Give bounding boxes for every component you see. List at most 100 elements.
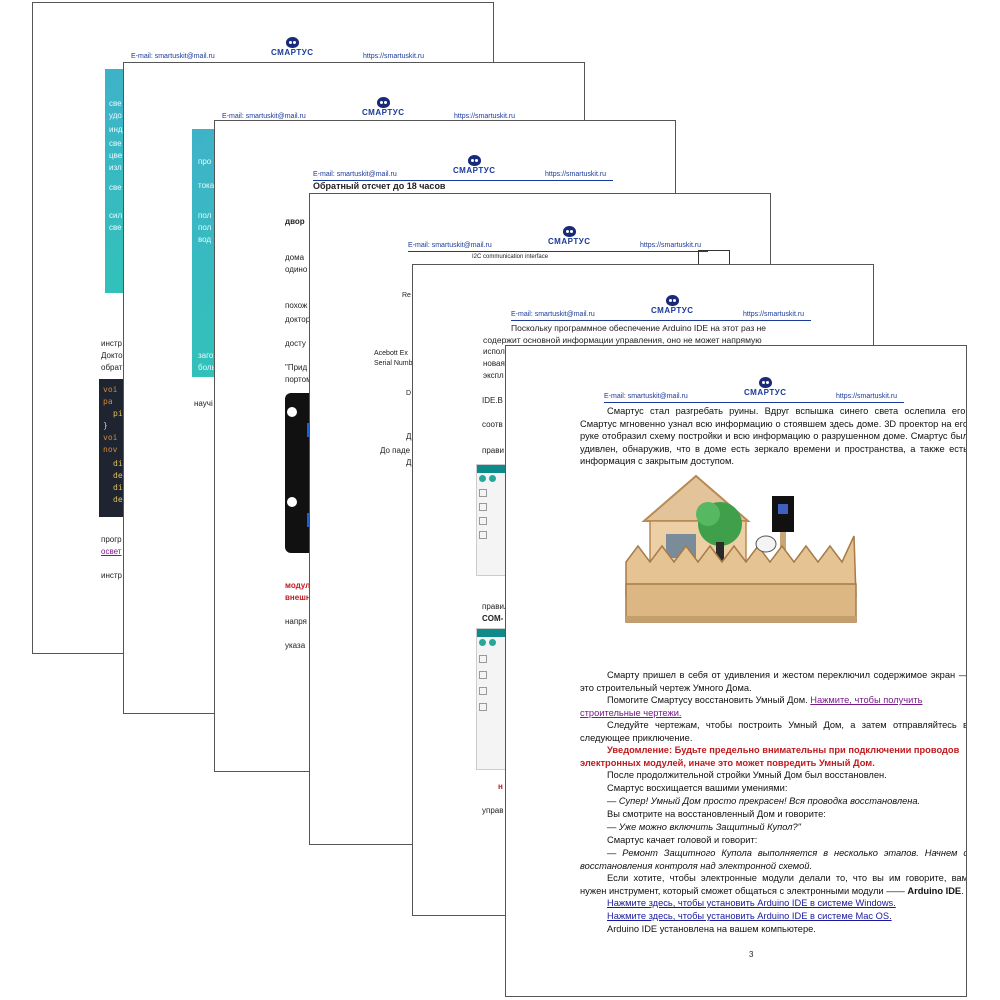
text-line: После продолжительной стройки Умный Дом …: [607, 770, 887, 780]
code-line: de: [113, 495, 123, 504]
smartus-logo: СМАРТУС: [271, 37, 313, 57]
header-site: https://smartuskit.ru: [640, 242, 702, 249]
robot-logo-icon: [562, 226, 576, 237]
text-fragment: испол: [483, 347, 505, 356]
text-fragment: Re: [402, 292, 411, 299]
smartus-logo: СМАРТУС: [548, 226, 590, 246]
header-rule: [604, 402, 904, 403]
text-fragment: похож: [285, 301, 308, 310]
text-fragment: све: [109, 99, 122, 108]
text-line: содержит основной информации управления,…: [483, 335, 762, 345]
robot-logo-icon: [758, 377, 772, 388]
header-email: E-mail: smartuskit@mail.ru: [313, 171, 397, 178]
text-fragment: инстр: [101, 571, 122, 580]
blueprint-link[interactable]: Нажмите, чтобы получить строительные чер…: [580, 695, 923, 718]
paragraph-tool: Если хотите, чтобы электронные модули де…: [580, 873, 967, 896]
text-fragment: доктор: [285, 315, 311, 324]
text-fragment: одино: [285, 265, 308, 274]
text-fragment: двор: [285, 217, 305, 226]
text-fragment: Д: [406, 432, 412, 441]
text-fragment: Д: [406, 458, 412, 467]
text-fragment: Acebott Ex: [374, 350, 408, 357]
text-fragment: новая: [483, 359, 505, 368]
text-fragment: обрат: [101, 363, 123, 372]
text-fragment: указа: [285, 641, 306, 650]
section-title: Обратный отсчет до 18 часов: [313, 181, 446, 191]
code-line: nov: [103, 445, 118, 454]
page-number: 3: [749, 950, 754, 959]
text-fragment: управ: [482, 806, 504, 815]
header-site: https://smartuskit.ru: [545, 171, 607, 178]
text-fragment: све: [109, 139, 122, 148]
header-rule: [408, 251, 708, 252]
text-fragment: экспл: [483, 371, 504, 380]
header-email: E-mail: smartuskit@mail.ru: [604, 393, 688, 400]
text-fragment: цве: [109, 151, 123, 160]
text-line: Вы смотрите на восстановленный Дом и гов…: [607, 809, 826, 819]
text-fragment: удо: [109, 111, 122, 120]
paragraph-follow: Следуйте чертежам, чтобы построить Умный…: [580, 720, 967, 743]
header-email: E-mail: smartuskit@mail.ru: [408, 242, 492, 249]
text-fragment: инд: [109, 125, 123, 134]
header-rule: [313, 180, 613, 181]
arduino-ide-screenshot: [476, 628, 508, 770]
text-line: Arduino IDE установлена на вашем компьют…: [607, 924, 816, 934]
smart-house-image: [625, 474, 857, 623]
install-mac-link[interactable]: Нажмите здесь, чтобы установить Arduino …: [607, 911, 892, 921]
header-site: https://smartuskit.ru: [454, 113, 516, 120]
text-fragment: прави: [482, 446, 504, 455]
text-fragment: соотв: [482, 420, 503, 429]
text-fragment: све: [109, 183, 122, 192]
text-fragment: инстр: [101, 339, 122, 348]
code-line: di: [113, 459, 123, 468]
text-fragment: пол: [198, 211, 212, 220]
robot-logo-icon: [376, 97, 390, 108]
code-line: di: [113, 483, 123, 492]
paragraph-help: Помогите Смартусу восстановить Умный Дом…: [580, 695, 923, 718]
smartus-logo: СМАРТУС: [744, 377, 786, 397]
install-windows-link[interactable]: Нажмите здесь, чтобы установить Arduino …: [607, 898, 896, 908]
text-fragment: До паде: [380, 446, 411, 455]
text-fragment: боль: [198, 363, 216, 372]
code-line: de: [113, 471, 123, 480]
text-line: — Супер! Умный Дом просто прекрасен! Вся…: [607, 796, 921, 806]
text-fragment: про: [198, 157, 212, 166]
robot-logo-icon: [285, 37, 299, 48]
robot-logo-icon: [467, 155, 481, 166]
header-rule: [511, 320, 811, 321]
code-line: pi: [113, 409, 123, 418]
text-fragment: дома: [285, 253, 305, 262]
link-fragment[interactable]: освет: [101, 547, 122, 556]
header-email: E-mail: smartuskit@mail.ru: [131, 53, 215, 60]
paragraph-blueprint: Смарту пришел в себя от удивления и жест…: [580, 670, 967, 693]
text-fragment: портом: [285, 375, 312, 384]
text-line: — Уже можно включить Защитный Купол?": [607, 822, 801, 832]
header-email: E-mail: smartuskit@mail.ru: [222, 113, 306, 120]
header-site: https://smartuskit.ru: [363, 53, 425, 60]
text-fragment: COM-: [482, 614, 504, 623]
text-fragment: тока: [198, 181, 215, 190]
text-fragment: сил: [109, 211, 123, 220]
text-fragment: Serial Numb: [374, 360, 413, 367]
robot-figure: [755, 535, 777, 553]
code-line: ра: [103, 397, 113, 406]
header-email: E-mail: smartuskit@mail.ru: [511, 311, 595, 318]
text-fragment: пол: [198, 223, 212, 232]
text-paragraph: — Ремонт Защитного Купола выполняется в …: [580, 848, 967, 871]
paragraph-intro: Смартус стал разгребать руины. Вдруг всп…: [580, 406, 967, 467]
text-fragment: D: [406, 390, 412, 397]
text-line: Смартус качает головой и говорит:: [607, 835, 758, 845]
code-line: voi: [103, 433, 118, 442]
figure-caption: I2C communication interface: [472, 254, 549, 260]
text-fragment: Докто: [101, 351, 123, 360]
text-fragment: модул: [285, 581, 311, 590]
text-line: Поскольку программное обеспечение Arduin…: [511, 323, 767, 333]
code-line: voi: [103, 385, 118, 394]
robot-logo-icon: [665, 295, 679, 306]
text-fragment: научі: [194, 399, 213, 408]
text-line: Смартус восхищается вашими умениями:: [607, 783, 788, 793]
warning-notice: Уведомление: Будьте предельно внимательн…: [580, 745, 960, 768]
text-fragment: "Прид: [285, 363, 308, 372]
base-box: [625, 583, 857, 623]
text-fragment: заго: [198, 351, 214, 360]
